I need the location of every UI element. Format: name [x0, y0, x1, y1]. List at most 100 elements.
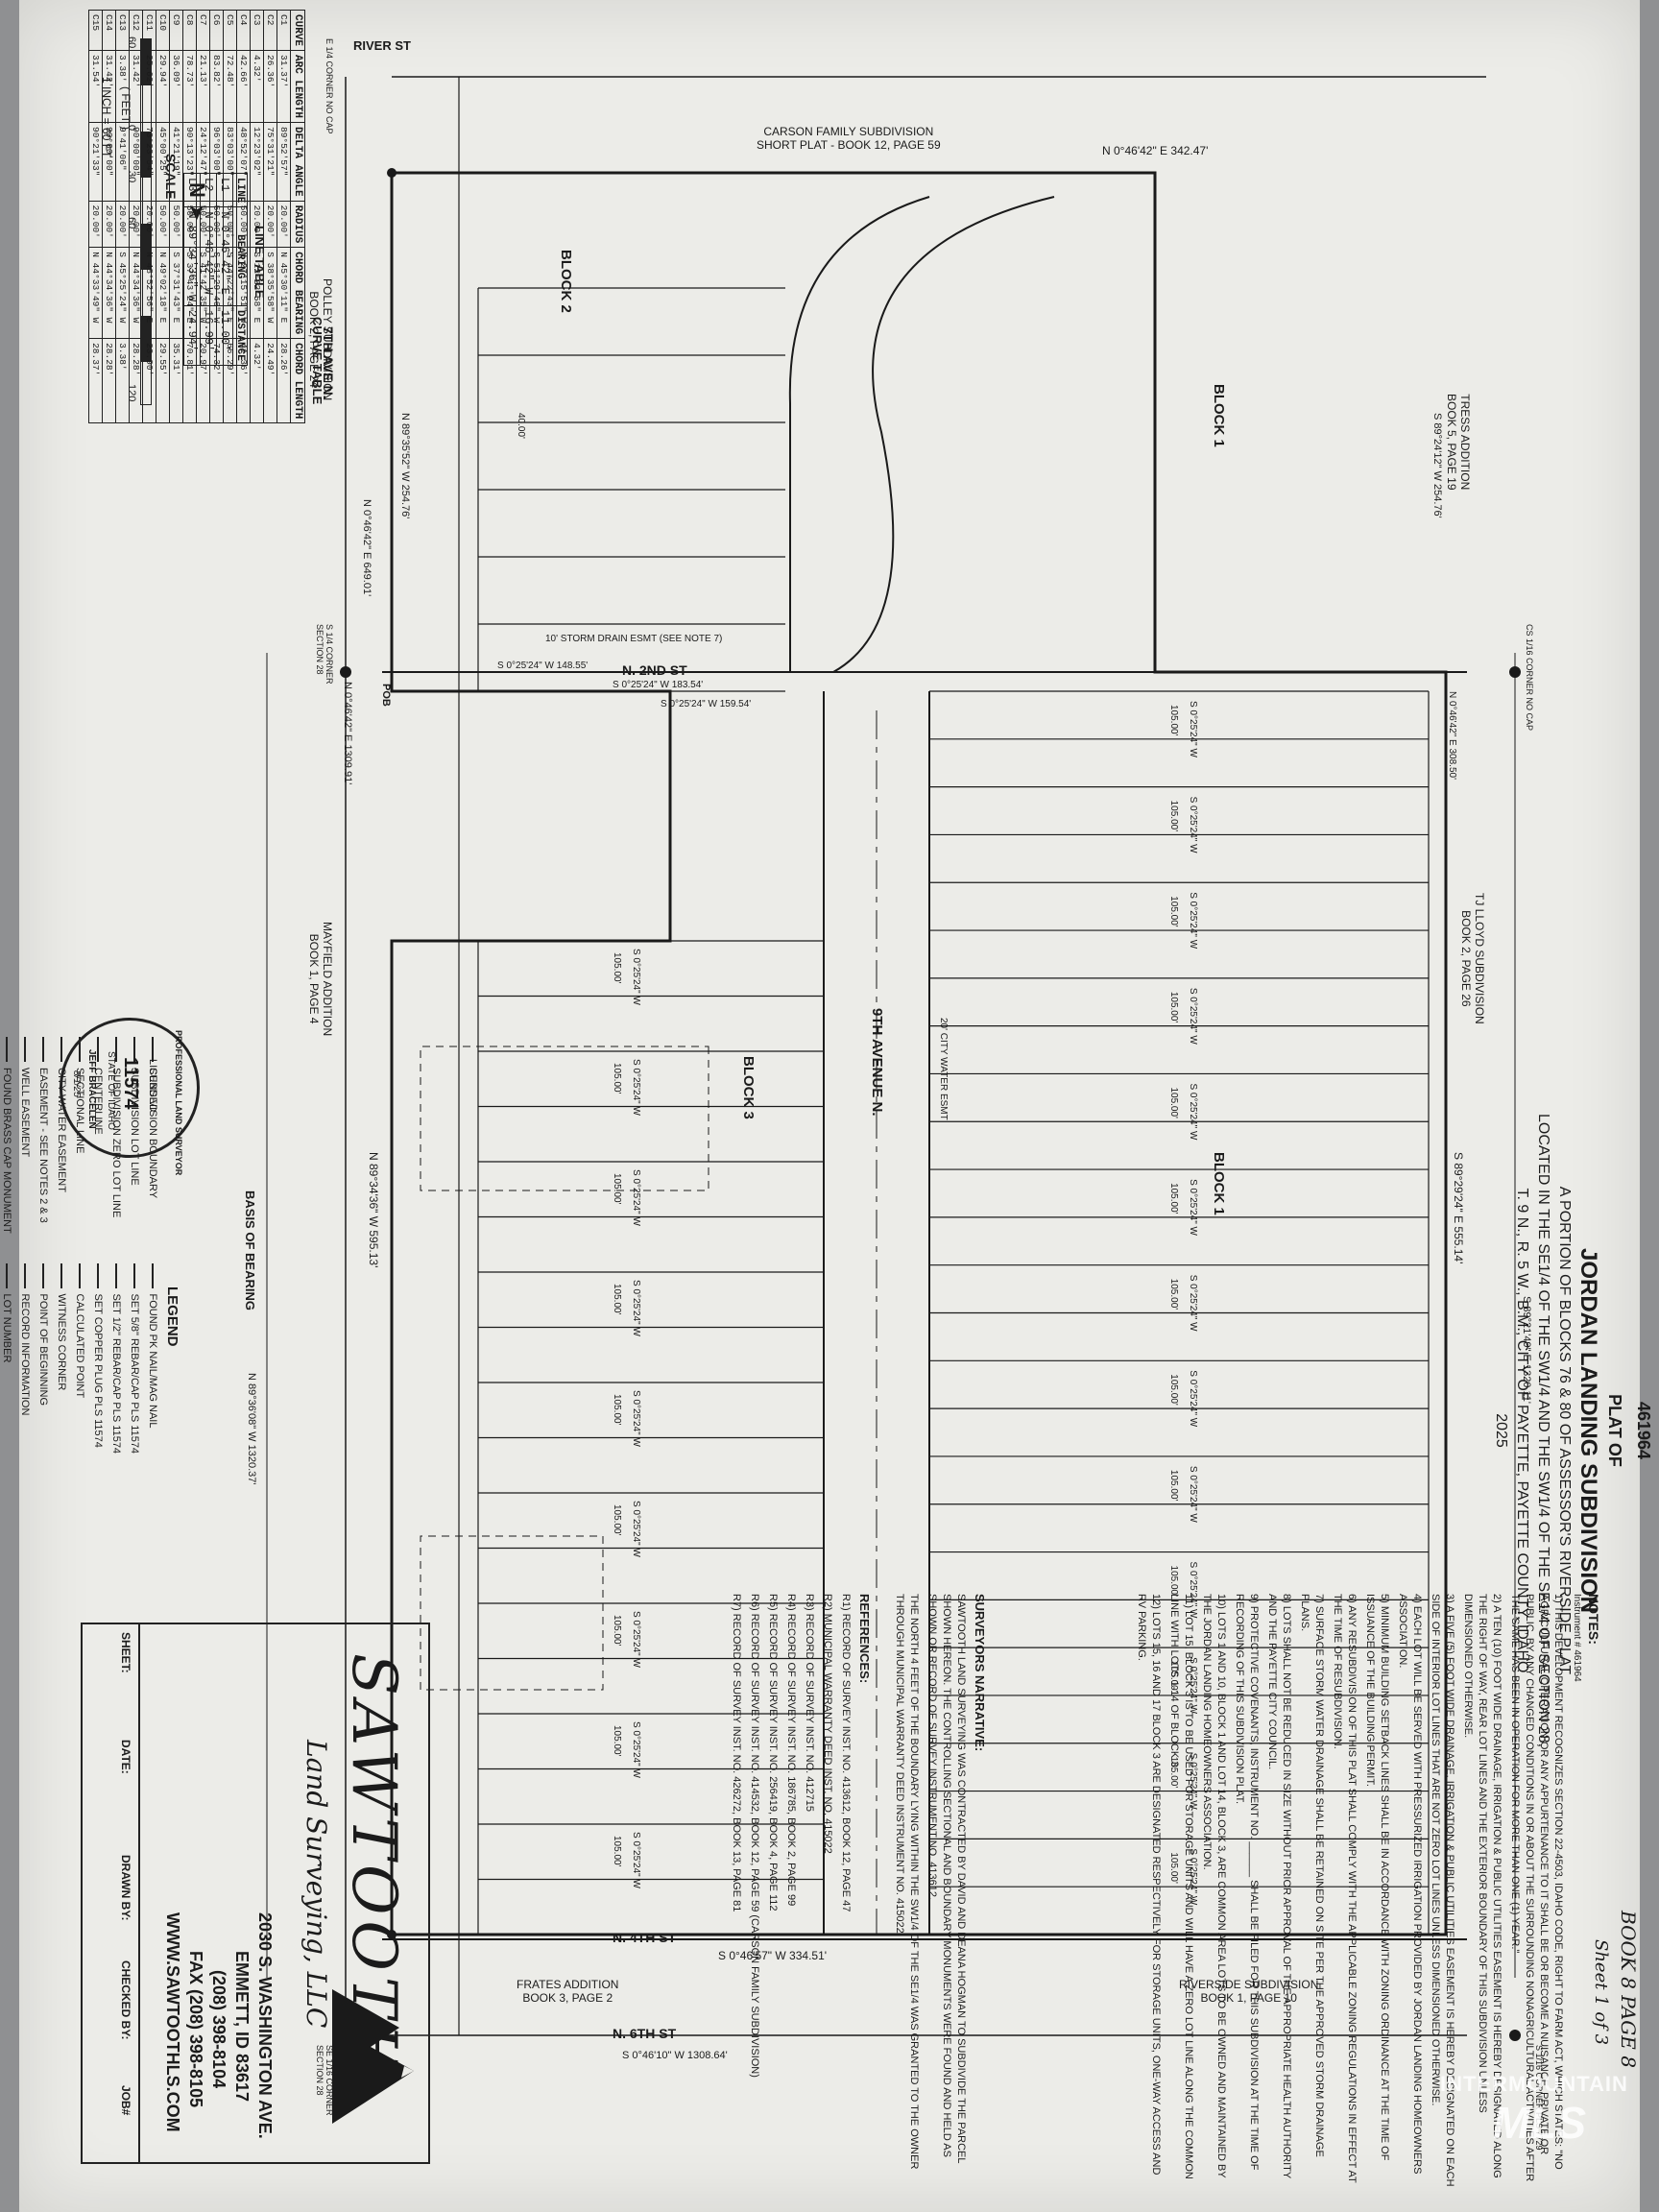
- surveyor-stamp: PROFESSIONAL LAND SURVEYOR LICENSED 1157…: [60, 1018, 200, 1175]
- lot-bearing-label: S 0°25'24" W: [631, 949, 641, 1005]
- street-river: RIVER ST: [353, 38, 411, 53]
- dim-north: N 0°46'42" E 342.47': [1102, 144, 1209, 157]
- dim-east-section: S 89°21'49" E 1320.11': [1521, 1296, 1532, 1404]
- lot-bearing-label: S 0°25'24" W: [631, 1169, 641, 1226]
- lot-length-label: 105.00': [1168, 705, 1179, 736]
- reference-item: R4) RECORD OF SURVEY INST. NO. 186785, B…: [785, 1594, 797, 1907]
- dim-d7: N 0°46'42" E 308.50': [1447, 691, 1457, 780]
- corner-2: S 1/4 CORNER SECTION 28: [315, 624, 334, 685]
- dim-d1: N 0°46'42" E 649.01': [361, 499, 373, 597]
- lot-bearing-label: S 0°25'24" W: [631, 1390, 641, 1447]
- legend-item: EASEMENT - SEE NOTES 2 & 3: [34, 1037, 52, 1253]
- title-block-row: SHEET: DATE: DRAWN BY: CHECKED BY: JOB#: [81, 1624, 140, 2162]
- dim-seventh: N 0°46'42" E 1309.91': [342, 682, 353, 785]
- street-n2nd: N. 2ND ST: [622, 662, 687, 678]
- dim-d5: S 0°25'24" W 159.54': [661, 699, 752, 709]
- lot-bearing-label: S 0°25'24" W: [1188, 1179, 1198, 1236]
- lot-bearing-label: S 0°25'24" W: [1188, 1370, 1198, 1428]
- street-n4th: N. 4TH ST: [613, 1930, 677, 1945]
- notes-title: NOTES:: [1586, 1594, 1601, 1645]
- lot-bearing-label: S 0°25'24" W: [631, 1721, 641, 1778]
- dim-west: N 89°34'36" W 595.13': [367, 1152, 380, 1268]
- pob-label: POB: [380, 684, 392, 707]
- block-3-label: BLOCK 3: [740, 1056, 757, 1119]
- lot-bearing-label: S 0°25'24" W: [1188, 1083, 1198, 1141]
- legend-item: SET 5/8" REBAR/CAP PLS 11574: [125, 1262, 143, 1479]
- storm-drain-esmt: 10' STORM DRAIN ESMT (SEE NOTE 7): [545, 634, 723, 644]
- notes-instrument: Instrument # 461964: [1572, 1594, 1582, 1682]
- block-1b-label: BLOCK 1: [1211, 1152, 1227, 1215]
- monument-6: [387, 1930, 397, 1939]
- curve-table-title: CURVE TABLE: [310, 317, 325, 405]
- lot-length-label: 105.00': [612, 1063, 622, 1094]
- lot-length-label: 105.00': [612, 952, 622, 984]
- monument-3: [1509, 666, 1521, 678]
- lot-length-label: 105.00': [612, 1173, 622, 1205]
- street-n6th: N. 6TH ST: [613, 2026, 677, 2041]
- corner-1: E 1/4 CORNER NO CAP: [325, 38, 334, 134]
- lot-bearing-label: S 0°25'24" W: [631, 1059, 641, 1116]
- dim-d4: S 0°25'24" W 183.54': [613, 680, 704, 690]
- reference-item: R1) RECORD OF SURVEY INST. NO. 413612, B…: [840, 1594, 852, 1912]
- lot-bearing-label: S 0°25'24" W: [1188, 1465, 1198, 1523]
- company-address-1: 2030 S. WASHINGTON AVE.: [255, 1912, 275, 2139]
- reference-item: R6) RECORD OF SURVEY INST. NO. 414532, B…: [749, 1594, 760, 2078]
- note-item: 7) SURFACE STORM WATER DRAINAGE SHALL BE…: [1299, 1594, 1325, 2157]
- note-item: 5) MINIMUM BUILDING SETBACK LINES SHALL …: [1364, 1594, 1390, 2161]
- references-title: REFERENCES:: [857, 1594, 872, 1684]
- cul-de-sac-curve-2: [788, 196, 930, 672]
- lot-length-label: 105.00': [1168, 1183, 1179, 1214]
- lot-bearing-label: S 0°25'24" W: [631, 1611, 641, 1668]
- note-item: 10) LOTS 1 AND 10, BLOCK 1 AND LOT 14, B…: [1201, 1594, 1227, 2178]
- block-2-label: BLOCK 2: [558, 250, 574, 313]
- narrative-title: SURVEYORS NARRATIVE:: [973, 1594, 987, 1752]
- legend-item: SET COPPER PLUG PLS 11574: [88, 1262, 107, 1479]
- street-ninth: 9TH AVENUE N.: [869, 1008, 885, 1117]
- legend-item: FOUND PK NAIL/MAG NAIL: [143, 1262, 161, 1479]
- monument-5: [387, 168, 397, 178]
- note-item: 3) A FIVE (5) FOOT WIDE DRAINAGE, IRRIGA…: [1430, 1594, 1455, 2187]
- reference-item: R5) RECORD OF SURVEY INST. NO. 256419, B…: [767, 1594, 779, 1911]
- lot-bearing-label: S 0°25'24" W: [1188, 1274, 1198, 1332]
- well-easement: [420, 1046, 709, 1191]
- block-1-label: BLOCK 1: [1211, 384, 1227, 447]
- company-fax: FAX (208) 398-8105: [186, 1951, 205, 2108]
- reference-item: R7) RECORD OF SURVEY INST. NO. 426272, B…: [731, 1594, 742, 1912]
- legend-item: CALCULATED POINT: [70, 1262, 88, 1479]
- legend-item: WITNESS CORNER: [52, 1262, 70, 1479]
- lot-length-label: 105.00': [1168, 896, 1179, 927]
- company-web: WWW.SAWTOOTHLS.COM: [163, 1912, 182, 2132]
- city-water-esmt: 20' CITY WATER ESMT: [938, 1018, 949, 1120]
- watermark-top: INTERMOUNTAIN: [1440, 2072, 1628, 2096]
- basis-dim: N 89°36'08" W 1320.37': [246, 1373, 257, 1485]
- dim-east: S 89°29'24" E 555.14': [1452, 1152, 1465, 1264]
- narrative-text: SAWTOOTH LAND SURVEYING WAS CONTRACTED B…: [894, 1594, 967, 2170]
- lot-width-label: 40.00': [516, 413, 526, 439]
- references-list: R1) RECORD OF SURVEY INST. NO. 413612, B…: [725, 1594, 853, 2189]
- dim-d6: S 0°25'24" W 148.55': [497, 661, 589, 671]
- lot-bearing-label: S 0°25'24" W: [631, 1501, 641, 1557]
- note-item: 12) LOTS 15, 16 AND 17 BLOCK 3 ARE DESIG…: [1136, 1594, 1162, 2176]
- dim-sixth: S 0°46'10" W 1308.64': [622, 2050, 728, 2061]
- lot-length-label: 105.00': [1168, 991, 1179, 1023]
- legend-item: LOT NUMBER: [0, 1262, 15, 1479]
- legend-item: SET 1/2" REBAR/CAP PLS 11574: [107, 1262, 125, 1479]
- lot-bearing-label: S 0°25'24" W: [631, 1280, 641, 1336]
- mountain-logo-icon: [332, 1989, 419, 2124]
- legend-item: FOUND BRASS CAP MONUMENT: [0, 1037, 15, 1253]
